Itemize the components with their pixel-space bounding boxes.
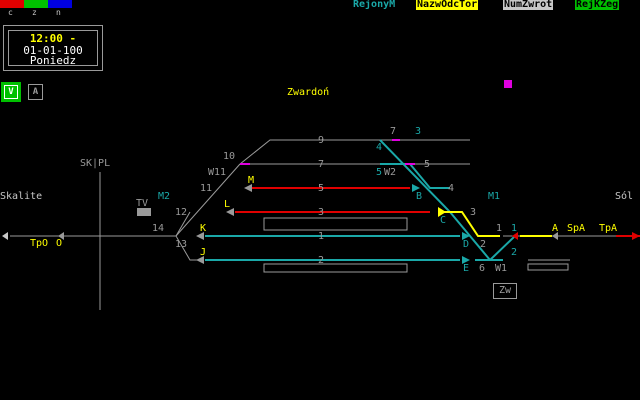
switch-w2: W2 — [384, 167, 396, 178]
signal-d: D — [463, 239, 469, 250]
diagram-labels: Zwardoń Skalite Sól SK|PL M2 M1 9 7 5 3 … — [0, 86, 633, 274]
signal-a: A — [552, 223, 558, 234]
signal-m: M — [248, 175, 254, 186]
legend-c: c — [8, 8, 13, 17]
track-label-3: 3 — [318, 207, 324, 218]
signal-tpo: TpO — [30, 238, 48, 249]
signal-k-mark — [196, 232, 204, 240]
grey-tracks — [10, 139, 640, 310]
track-label-7-top: 7 — [390, 126, 396, 137]
track-label-12: 12 — [175, 207, 187, 218]
platform-2 — [263, 263, 408, 273]
track-label-2-sw: 2 — [480, 239, 486, 250]
signal-b-mark — [412, 184, 420, 192]
blue-bar — [48, 0, 72, 8]
track-label-6: 6 — [479, 263, 485, 274]
signal-tpa: TpA — [599, 223, 617, 234]
rej-k-zeg-button[interactable]: RejKZeg — [575, 0, 620, 10]
track-label-3-right: 3 — [470, 207, 476, 218]
track-label-1: 1 — [318, 231, 324, 242]
yellow-route — [440, 211, 552, 237]
platform-3 — [527, 263, 569, 271]
switch-w1: W1 — [495, 263, 507, 274]
track-label-11: 11 — [200, 183, 212, 194]
legend-n: n — [56, 8, 61, 17]
track-label-4-top: 4 — [376, 142, 382, 153]
green-bar — [24, 0, 48, 8]
clock-panel[interactable]: 12:00 - 01-01-100 Poniedz — [3, 25, 103, 71]
track-label-2: 2 — [318, 255, 324, 266]
track-9 — [239, 139, 470, 165]
branch-12 — [175, 211, 191, 237]
clock-date: 01-01-100 — [23, 44, 83, 57]
signal-j: J — [200, 247, 206, 258]
track-label-2-cyan: 2 — [511, 247, 517, 258]
signal-c-mark — [438, 207, 446, 217]
red-bar — [0, 0, 24, 8]
branch-10 — [175, 163, 241, 237]
right-station: Sól — [615, 190, 633, 202]
track-label-10: 10 — [223, 151, 235, 162]
region-m2: M2 — [158, 191, 170, 202]
track-label-4: 4 — [448, 183, 454, 194]
nazw-odc-tor-button[interactable]: NazwOdcTor — [416, 0, 479, 10]
signal-d-mark — [462, 232, 470, 240]
signal-o: O — [56, 238, 62, 249]
zw-button[interactable]: Zw — [493, 283, 517, 299]
clock-time: 12:00 - — [29, 32, 77, 45]
signal-l-mark — [226, 208, 234, 216]
track-label-1-cyan: 1 — [511, 223, 517, 234]
mode-v-label: V — [4, 85, 18, 99]
signal-b: B — [416, 191, 422, 202]
switch-right-cyan — [489, 235, 516, 261]
right-arrow-mark — [632, 232, 640, 240]
signal-o-mark — [58, 232, 64, 240]
signal-marks — [2, 184, 640, 264]
switch-left-cyan — [379, 139, 491, 261]
clock-day: Poniedz — [29, 54, 77, 67]
region-m1: M1 — [488, 191, 500, 202]
signal-e-mark — [462, 256, 470, 264]
track-label-1-right: 1 — [496, 223, 502, 234]
num-zwrot-button[interactable]: NumZwrot — [503, 0, 554, 10]
route-segment-1 — [440, 211, 500, 237]
track-label-9: 9 — [318, 135, 324, 146]
signal-spa: SpA — [567, 223, 585, 234]
signal-l: L — [224, 199, 230, 210]
track-label-14: 14 — [152, 223, 164, 234]
signal-j-mark — [196, 256, 204, 264]
legend-z: z — [32, 8, 37, 17]
station-name: Zwardoń — [287, 86, 329, 98]
track-label-5: 5 — [318, 183, 324, 194]
left-arrow-mark — [2, 232, 8, 240]
signal-k: K — [200, 223, 206, 234]
signal-tv: TV — [136, 198, 148, 209]
signal-c: C — [440, 215, 446, 226]
signal-e: E — [463, 263, 469, 274]
track-label-3-top: 3 — [415, 126, 421, 137]
mode-a-button[interactable]: A — [28, 84, 43, 100]
left-station: Skalite — [0, 191, 42, 202]
clock-inner-frame: 12:00 - 01-01-100 Poniedz — [8, 30, 98, 67]
platform-1 — [263, 217, 408, 231]
switch-w11: W11 — [208, 167, 226, 178]
tv-mark — [137, 208, 151, 216]
sk-pl-label: SK|PL — [80, 158, 110, 169]
track-label-5-right: 5 — [424, 159, 430, 170]
alert-marker — [504, 80, 512, 88]
track-4-cyan — [409, 163, 450, 189]
signal-a-mark — [552, 232, 558, 240]
mode-v-button[interactable]: V — [1, 82, 21, 102]
rejony-button[interactable]: RejonyM — [352, 0, 397, 10]
signal-m-mark — [244, 184, 252, 192]
signal-red-mark — [512, 232, 518, 240]
track-label-5w: 5 — [376, 167, 382, 178]
track-label-13: 13 — [175, 239, 187, 250]
track-label-7: 7 — [318, 159, 324, 170]
